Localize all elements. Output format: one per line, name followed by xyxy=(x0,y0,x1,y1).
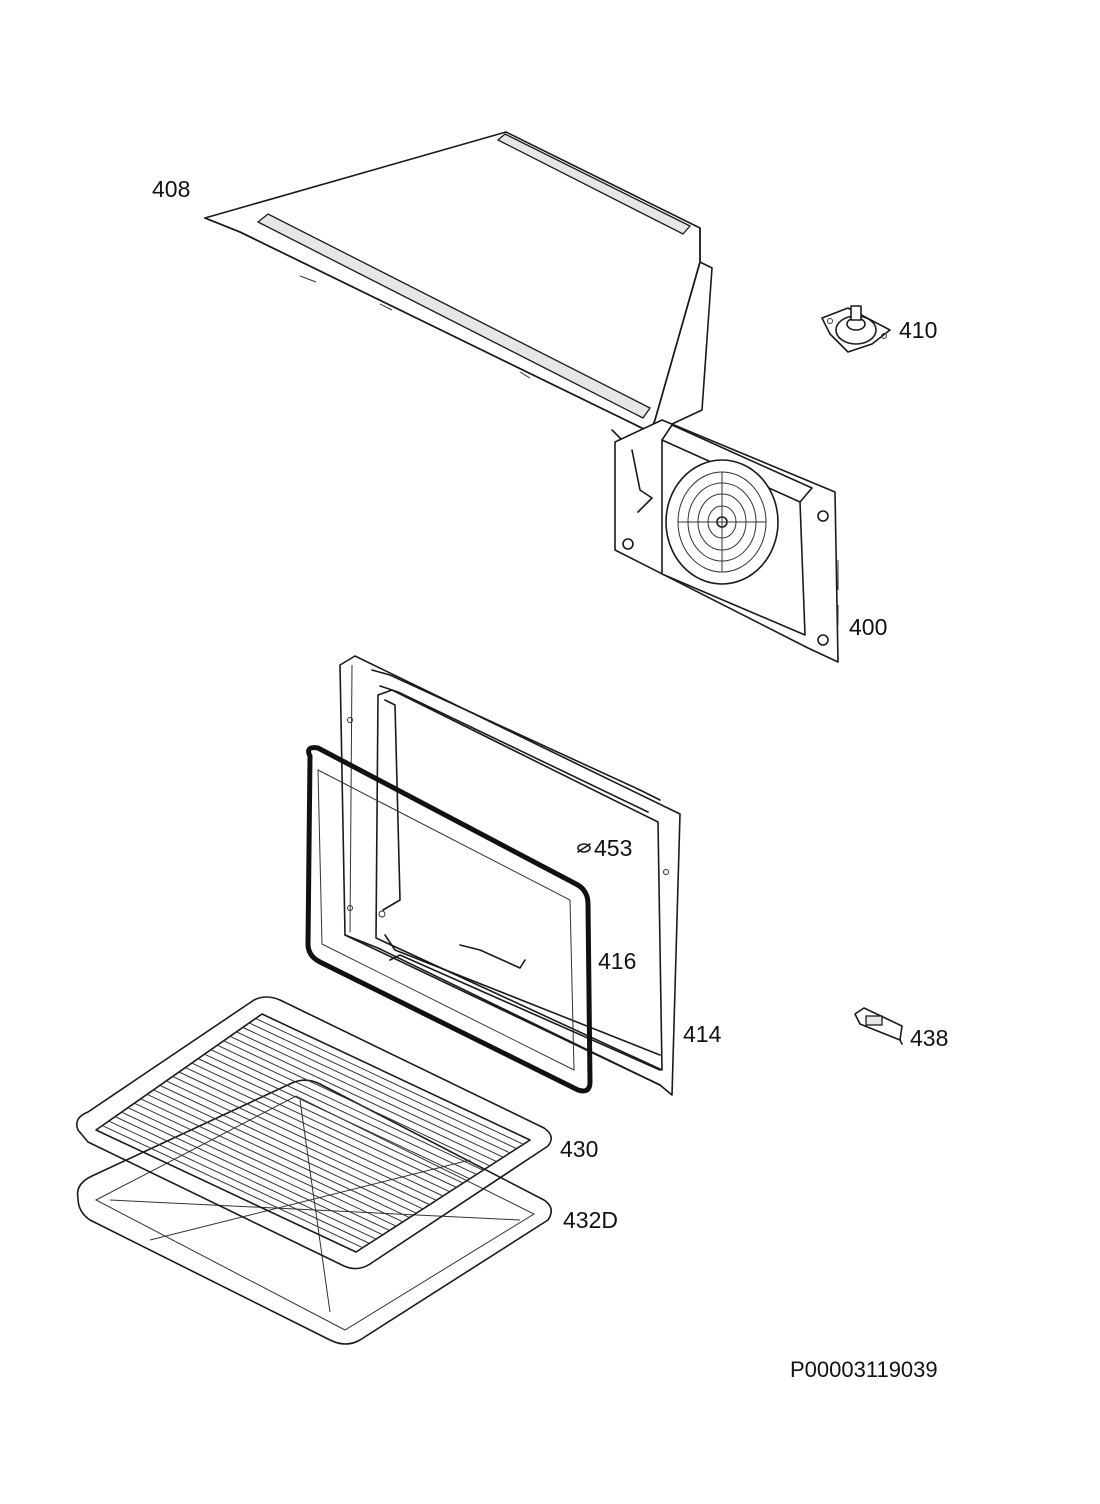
shelf-rod xyxy=(140,1098,404,1223)
part-label-410: 410 xyxy=(899,317,937,343)
part-label-408: 408 xyxy=(152,176,190,202)
shelf-rod xyxy=(153,1089,417,1214)
part-label-416: 416 xyxy=(598,948,636,974)
shelf-rod xyxy=(255,1018,524,1145)
shelf-rod xyxy=(197,1058,464,1184)
part-label-430: 430 xyxy=(560,1136,598,1162)
part-label-400: 400 xyxy=(849,614,887,640)
part-label-432D: 432D xyxy=(563,1207,618,1233)
shelf-rod xyxy=(166,1080,430,1206)
shelf-rod xyxy=(223,1040,491,1167)
shelf-rod xyxy=(114,1116,377,1240)
shelf-rod xyxy=(159,1084,424,1210)
part-label-438: 438 xyxy=(910,1025,948,1051)
part-453-screw xyxy=(577,843,591,853)
part-label-414: 414 xyxy=(683,1021,722,1047)
shelf-rod xyxy=(229,1035,497,1162)
shelf-rod xyxy=(172,1076,437,1201)
document-code: P00003119039 xyxy=(790,1357,938,1382)
shelf-rod xyxy=(134,1102,397,1227)
shelf-rod xyxy=(249,1022,517,1150)
shelf-rod xyxy=(102,1125,363,1249)
shelf-rod xyxy=(178,1071,444,1197)
shelf-rod xyxy=(210,1049,477,1175)
shelf-wires xyxy=(102,1018,524,1249)
shelf-rod xyxy=(121,1111,383,1236)
shelf-rod xyxy=(185,1067,450,1193)
shelf-rod xyxy=(191,1062,457,1188)
shelf-rod xyxy=(127,1107,390,1231)
part-408-deflector-panel xyxy=(204,131,713,441)
part-414-inner-frame xyxy=(339,655,681,1096)
part-416-door-seal xyxy=(305,745,593,1094)
part-430-wire-shelf xyxy=(75,996,552,1270)
shelf-rod xyxy=(217,1044,484,1171)
part-438-clip xyxy=(854,1007,903,1045)
shelf-rod xyxy=(108,1120,370,1244)
shelf-rod xyxy=(146,1093,410,1218)
part-432D-baking-tray xyxy=(76,1079,552,1345)
shelf-rod xyxy=(204,1053,470,1180)
part-400-fan-rear-panel xyxy=(614,419,839,663)
part-410-motor-bracket xyxy=(821,305,891,353)
part-label-453: 453 xyxy=(594,835,632,861)
shelf-rod xyxy=(236,1031,504,1158)
shelf-rod xyxy=(242,1026,511,1154)
